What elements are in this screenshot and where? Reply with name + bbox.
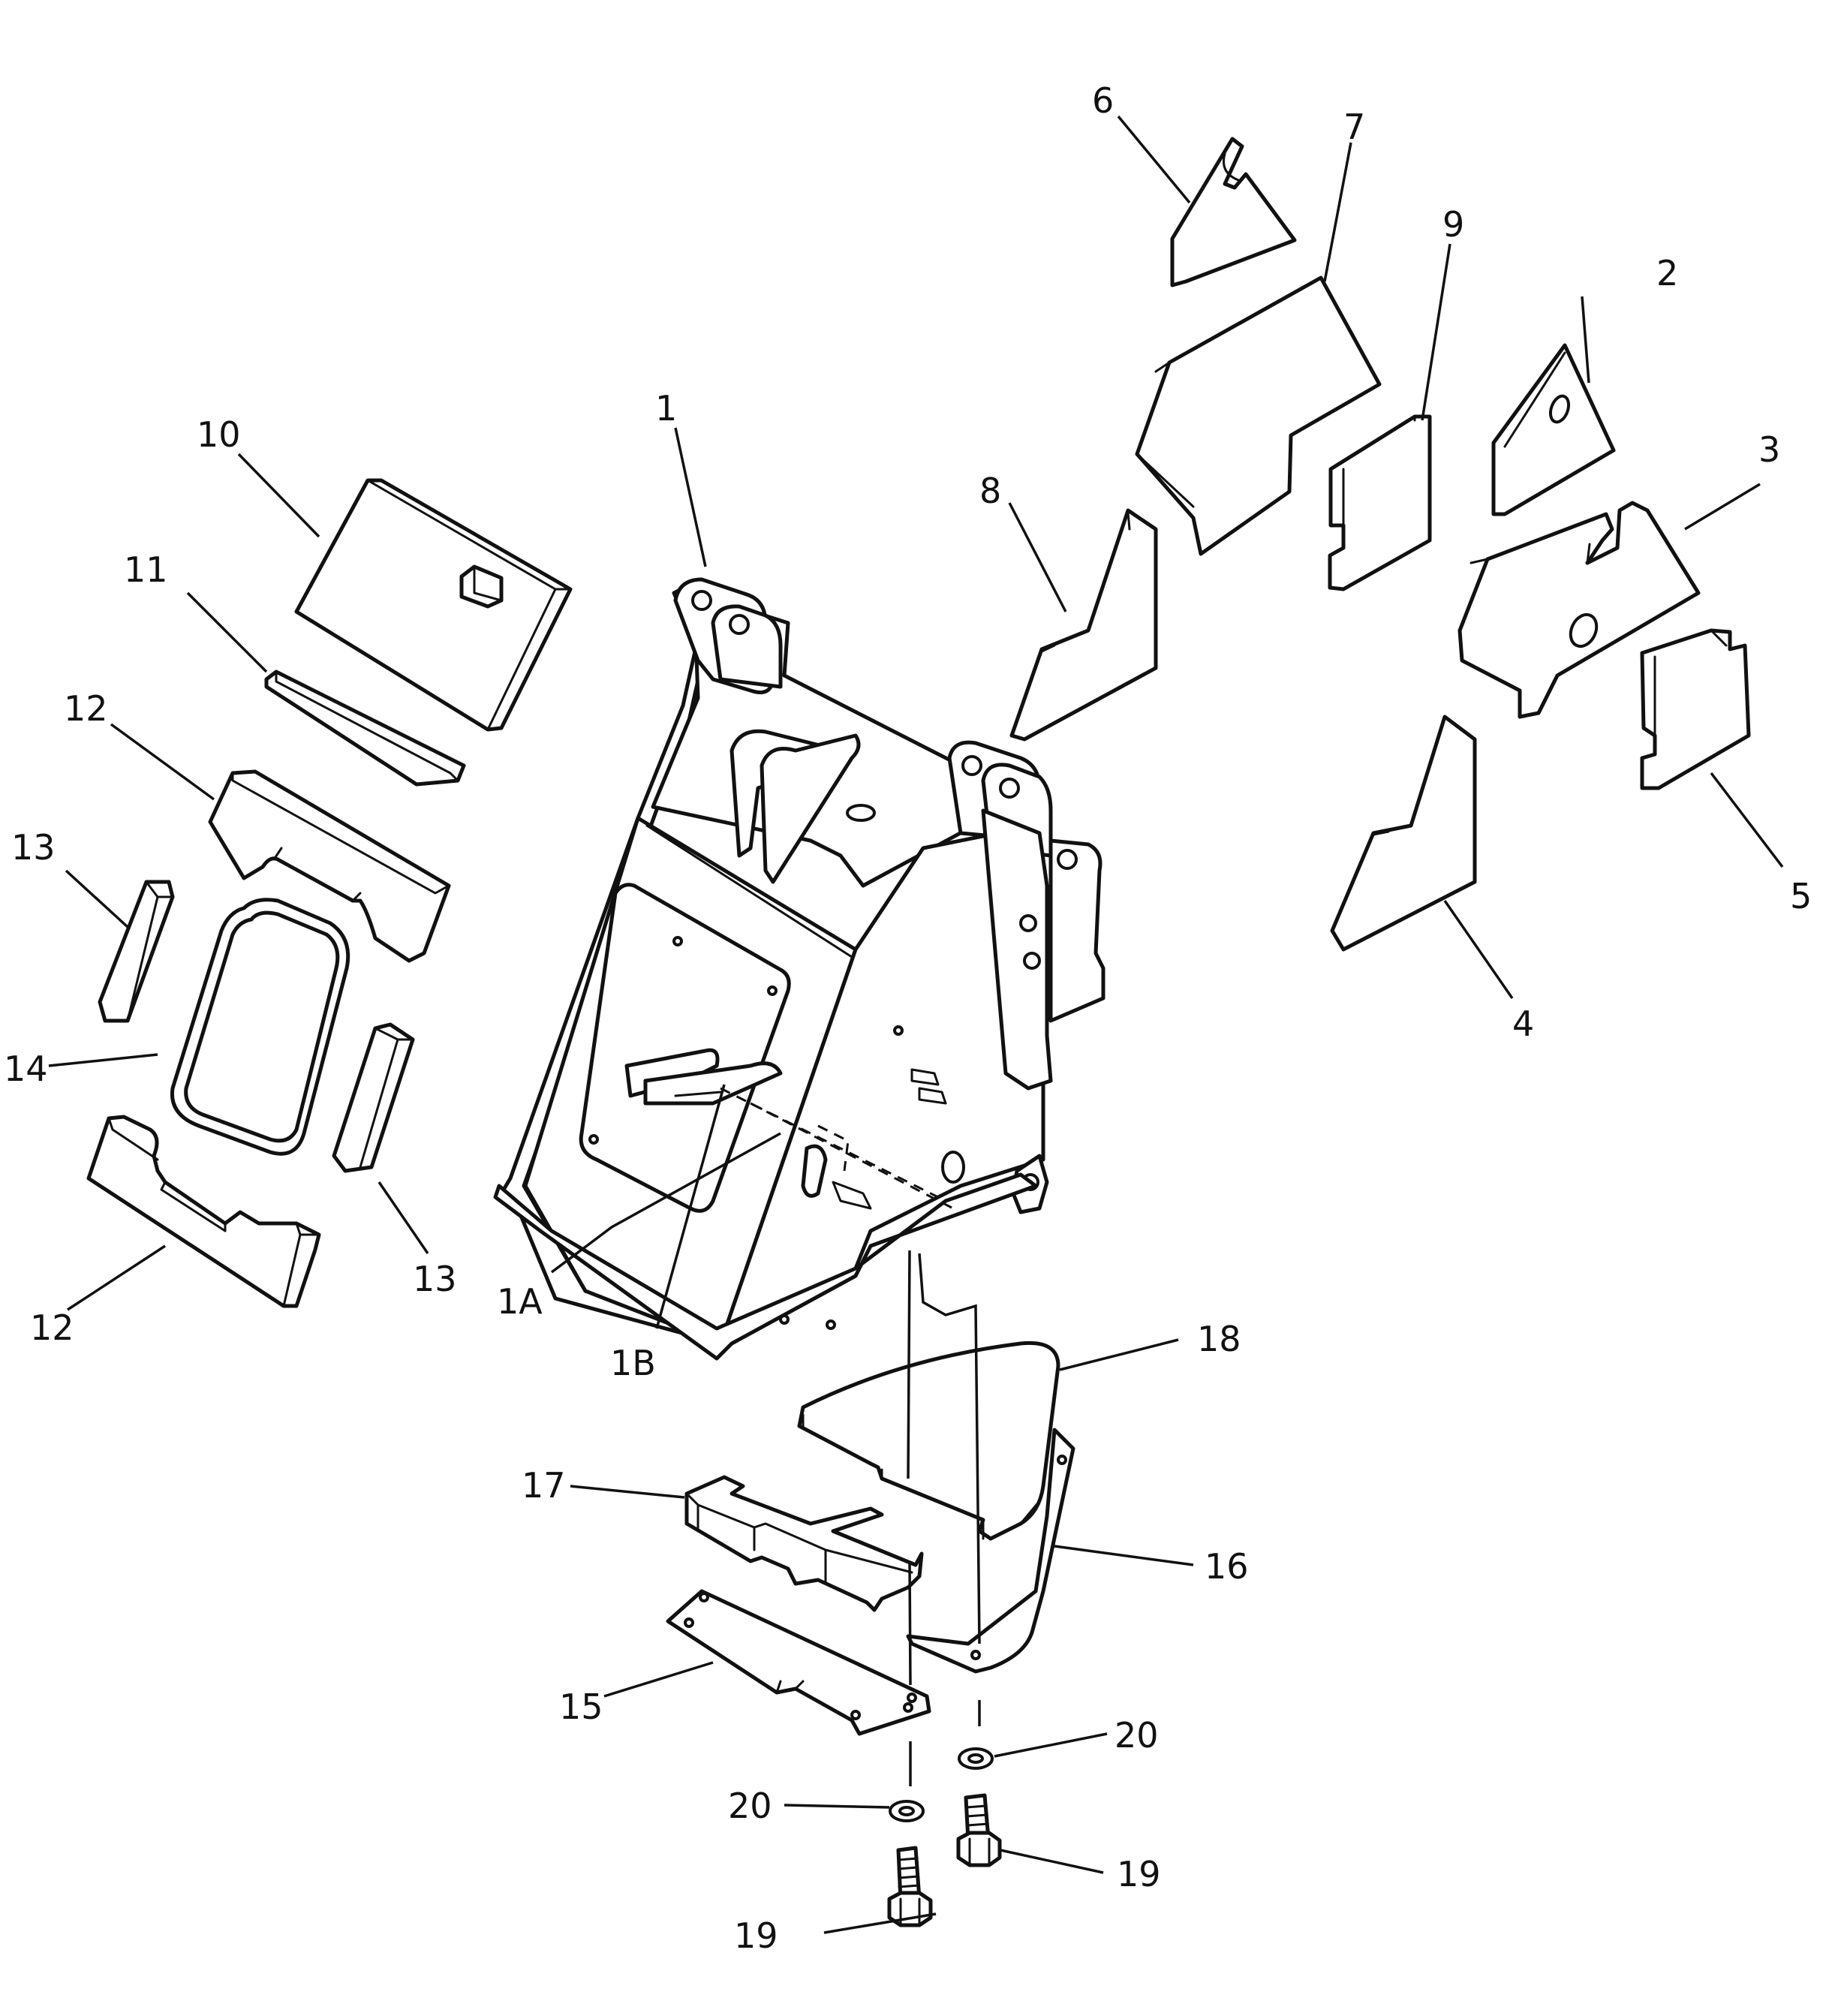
label-8: 8: [979, 471, 1001, 511]
label-13-left: 13: [11, 827, 56, 868]
part-19-bolt-a: [887, 1846, 933, 1927]
part-5-plate: [1640, 628, 1751, 790]
part-8-plate: [1009, 508, 1158, 742]
label-2: 2: [1656, 253, 1678, 293]
label-19-upper: 19: [1117, 1854, 1161, 1894]
label-11: 11: [124, 549, 168, 590]
part-2-plate: [1491, 343, 1616, 516]
part-15-plate: [666, 1589, 931, 1736]
label-1a: 1A: [497, 1281, 543, 1322]
label-16: 16: [1205, 1546, 1249, 1587]
label-20-upper: 20: [1115, 1715, 1159, 1756]
part-18-plate: [797, 1340, 1060, 1541]
part-12-upper-block: [208, 769, 451, 963]
label-13-right: 13: [413, 1259, 457, 1299]
part-13-left-bar: [98, 880, 175, 1023]
label-12-upper: 12: [64, 688, 108, 729]
label-3: 3: [1758, 429, 1780, 470]
part-17-block: [684, 1475, 924, 1612]
label-18: 18: [1197, 1319, 1241, 1359]
label-14: 14: [4, 1049, 48, 1089]
label-5: 5: [1790, 876, 1812, 916]
label-19-lower: 19: [734, 1915, 778, 1956]
label-20-lower: 20: [728, 1786, 772, 1826]
label-6: 6: [1092, 80, 1114, 121]
label-17: 17: [522, 1465, 566, 1506]
label-1b: 1B: [610, 1343, 656, 1383]
leader-lines: [48, 115, 1784, 1934]
label-12-lower: 12: [30, 1307, 74, 1348]
label-15: 15: [559, 1687, 603, 1727]
label-4: 4: [1512, 1003, 1534, 1044]
part-3-plate: [1457, 501, 1701, 719]
part-4-plate: [1330, 715, 1477, 952]
part-13-right-bar: [332, 1022, 415, 1173]
label-9: 9: [1442, 204, 1464, 245]
part-16-plate: [906, 1428, 1075, 1674]
part-7-plate: [1135, 275, 1382, 556]
part-9-plate: [1328, 414, 1432, 591]
part-6-plate: [1170, 137, 1297, 287]
label-7: 7: [1343, 107, 1365, 147]
label-1: 1: [655, 388, 677, 429]
main-frame: [493, 577, 1106, 1361]
part-19-bolt-b: [956, 1793, 1002, 1867]
label-10: 10: [197, 414, 241, 455]
